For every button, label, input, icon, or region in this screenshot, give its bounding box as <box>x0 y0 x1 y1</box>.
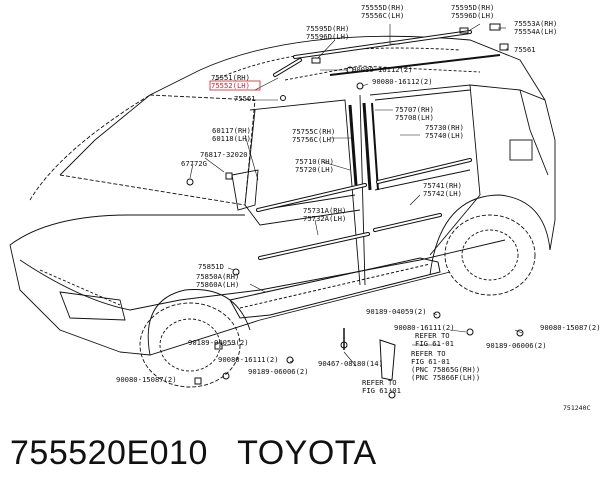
callout-line: 75756C(LH) <box>292 135 335 144</box>
callout-line: 90189-04059(2) <box>188 338 249 347</box>
callout-c23: 90080-16111(2) <box>394 323 455 332</box>
callout-c13: 60117(RH)60118(LH) <box>212 126 251 143</box>
callout-c02: 75595D(RH)75596D(LH) <box>306 24 349 41</box>
vehicle-outline <box>9 35 556 388</box>
callout-line: 75595D(RH) <box>451 3 494 12</box>
callout-line: 75596D(LH) <box>451 11 494 20</box>
callout-line: 67772G <box>181 159 207 168</box>
callout-c06: 75551(RH) <box>211 73 250 82</box>
callout-line: 76817-32020 <box>200 150 248 159</box>
callout-c17: 75710(RH)75720(LH) <box>295 157 334 174</box>
callout-line: 90080-15087(2) <box>540 323 600 332</box>
callout-c15: 76817-32020 <box>200 150 248 159</box>
callout-line: 75710(RH) <box>295 157 334 166</box>
callout-c29: 90080-16111(2) <box>218 355 279 364</box>
callout-line: FIG 61-01 <box>415 339 454 348</box>
callout-c16: 67772G <box>181 159 207 168</box>
callout-line: 90080-15087(2) <box>116 375 177 384</box>
parts-diagram-svg: 75555D(RH)75556C(LH)75595D(RH)75596D(LH)… <box>9 3 600 412</box>
callout-line: 90189-04059(2) <box>366 307 427 316</box>
callout-line: (PNC 75865G(RH)) <box>411 365 480 374</box>
callout-line: 75596D(LH) <box>306 32 349 41</box>
leader-lines <box>189 23 523 394</box>
callout-c31: 90467-08180(14) <box>318 359 383 368</box>
callout-c10: 75561 <box>234 94 256 103</box>
callout-c25: 90189-04059(2) <box>188 338 249 347</box>
callout-line: 75552(LH) <box>211 81 250 90</box>
callout-line: FIG 61-01 <box>362 386 401 395</box>
callout-line: 75551(RH) <box>211 73 250 82</box>
callout-c05: 75561 <box>514 45 536 54</box>
callout-line: FIG 61-01 <box>411 357 450 366</box>
callout-line: 75741(RH) <box>423 181 462 190</box>
callout-line: 75556C(LH) <box>361 11 404 20</box>
callout-c30: 90189-06006(2) <box>248 367 309 376</box>
callout-c08: 90080-16112(2) <box>352 65 413 74</box>
callout-c24: 90080-15087(2) <box>540 323 600 332</box>
callout-line: 90189-06006(2) <box>486 341 547 350</box>
callout-line: 75554A(LH) <box>514 27 557 36</box>
callout-line: 75561 <box>234 94 256 103</box>
callout-line: REFER TO <box>415 331 450 340</box>
callout-line: 75731A(RH) <box>303 206 346 215</box>
callout-line: 75850A(RH) <box>196 272 239 281</box>
callout-line: 75730(RH) <box>425 123 464 132</box>
callout-line: 75720(LH) <box>295 165 334 174</box>
callout-line: 75851D <box>198 262 224 271</box>
callout-line: 75707(RH) <box>395 105 434 114</box>
callout-line: 75740(LH) <box>425 131 464 140</box>
callout-line: 90189-06006(2) <box>248 367 309 376</box>
callout-line: 75708(LH) <box>395 113 434 122</box>
callout-line: 75742(LH) <box>423 189 462 198</box>
callout-labels: 75555D(RH)75556C(LH)75595D(RH)75596D(LH)… <box>116 3 600 395</box>
callout-c01: 75555D(RH)75556C(LH) <box>361 3 404 20</box>
callout-line: 75755C(RH) <box>292 127 335 136</box>
callout-c19: 75731A(RH)75732A(LH) <box>303 206 346 223</box>
callout-line: 90080-16112(2) <box>352 65 413 74</box>
highlight-box <box>209 80 261 91</box>
callout-line: 75860A(LH) <box>196 280 239 289</box>
parts-diagram: 75555D(RH)75556C(LH)75595D(RH)75596D(LH)… <box>9 3 600 412</box>
callout-line: 75561 <box>514 45 536 54</box>
callout-c32: 90080-15087(2) <box>116 375 177 384</box>
callout-line: 75553A(RH) <box>514 19 557 28</box>
callout-c27: 90189-06006(2) <box>486 341 547 350</box>
callout-c22: 90189-04059(2) <box>366 307 427 316</box>
callout-line: 75595D(RH) <box>306 24 349 33</box>
callout-line: 60118(LH) <box>212 134 251 143</box>
callout-line: 60117(RH) <box>212 126 251 135</box>
callout-c14: 75755C(RH)75756C(LH) <box>292 127 335 144</box>
callout-line: 75555D(RH) <box>361 3 404 12</box>
callout-c04: 75595D(RH)75596D(LH) <box>451 3 494 20</box>
moulding-parts <box>186 23 524 399</box>
callout-line: REFER TO <box>411 349 446 358</box>
callout-line: 75732A(LH) <box>303 214 346 223</box>
callout-line: 90467-08180(14) <box>318 359 383 368</box>
callout-line: 90080-16111(2) <box>394 323 455 332</box>
callout-c20: 75851D <box>198 262 224 271</box>
callout-c11: 75707(RH)75708(LH) <box>395 105 434 122</box>
callout-c18: 75741(RH)75742(LH) <box>423 181 462 198</box>
callout-c07: 75552(LH) <box>211 81 250 90</box>
callout-c09: 90080-16112(2) <box>372 77 433 86</box>
callout-line: 90080-16111(2) <box>218 355 279 364</box>
callout-c21: 75850A(RH)75860A(LH) <box>196 272 239 289</box>
callout-line: (PNC 75866F(LH)) <box>411 373 480 382</box>
callout-c03: 75553A(RH)75554A(LH) <box>514 19 557 36</box>
part-number-caption: 755520E010 TOYOTA <box>10 434 377 472</box>
callout-line: REFER TO <box>362 378 397 387</box>
callout-c12: 75730(RH)75740(LH) <box>425 123 464 140</box>
diagram-code: 751240C <box>563 404 590 412</box>
callout-line: 90080-16112(2) <box>372 77 433 86</box>
